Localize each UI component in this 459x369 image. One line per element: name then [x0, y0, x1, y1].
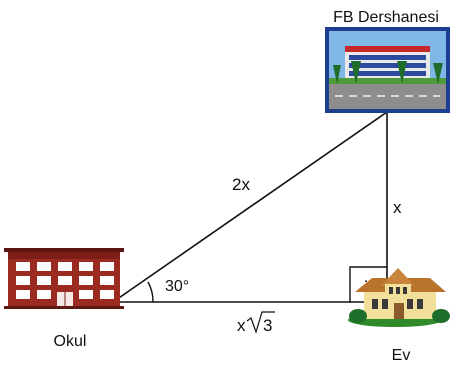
- angle-arc: [147, 281, 154, 303]
- hypotenuse-label: 2x: [232, 175, 250, 194]
- base-root: 3: [263, 316, 272, 335]
- dershane-building-icon: [325, 27, 450, 113]
- house-icon: [348, 268, 450, 327]
- right-angle-dot: .: [364, 269, 368, 286]
- angle-label: 30°: [165, 278, 189, 295]
- base-prefix: x: [237, 316, 246, 335]
- school-icon: [4, 248, 124, 309]
- hypotenuse-line: [112, 111, 388, 303]
- radical-sign: [246, 311, 275, 334]
- okul-label: Okul: [54, 333, 87, 350]
- base-length-label: x 3: [237, 311, 275, 335]
- vertical-label: x: [393, 198, 402, 217]
- ev-label: Ev: [392, 347, 411, 364]
- right-angle-marker: [349, 266, 387, 302]
- dershane-label: FB Dershanesi: [333, 9, 439, 26]
